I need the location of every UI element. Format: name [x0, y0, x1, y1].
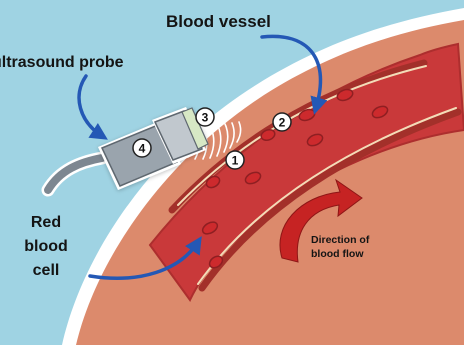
- blood-flow-label-line: Direction of: [311, 233, 369, 247]
- ultrasound-probe-label: ultrasound probe: [0, 54, 124, 72]
- red-blood-cell-label-line: cell: [8, 259, 84, 283]
- blood-vessel-label: Blood vessel: [166, 12, 271, 32]
- marker-3: 3: [196, 108, 214, 126]
- marker-4: 4: [133, 139, 151, 157]
- marker-2: 2: [273, 113, 291, 131]
- marker-1-label: 1: [232, 154, 239, 168]
- marker-3-label: 3: [202, 111, 209, 125]
- red-blood-cell-label: Red blood cell: [8, 211, 84, 283]
- blood-flow-label: Direction of blood flow: [311, 233, 369, 261]
- blood-flow-label-line: blood flow: [311, 247, 369, 261]
- red-blood-cell-label-line: blood: [8, 235, 84, 259]
- marker-4-label: 4: [139, 142, 146, 156]
- marker-2-label: 2: [279, 116, 286, 130]
- red-blood-cell-label-line: Red: [8, 211, 84, 235]
- marker-1: 1: [226, 151, 244, 169]
